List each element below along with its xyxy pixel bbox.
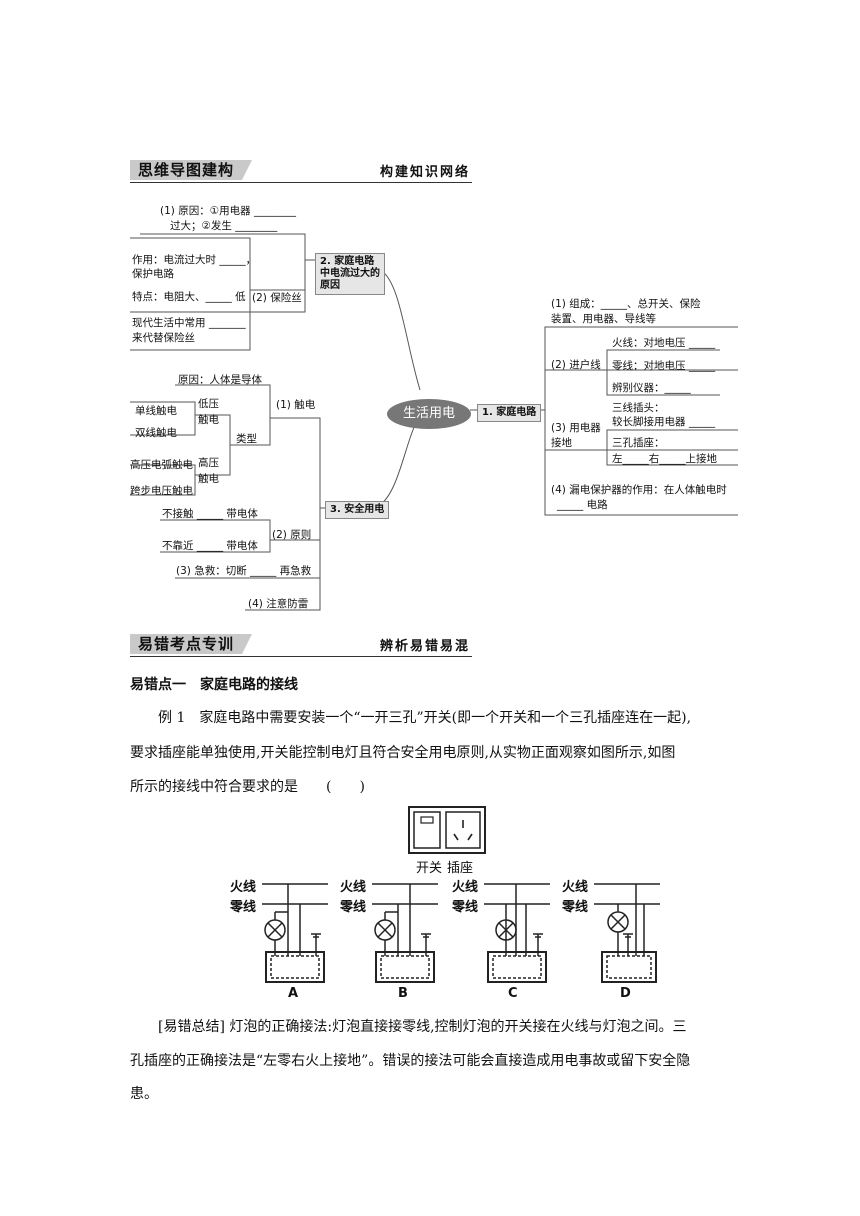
example-line-2: 要求插座能单独使用,开关能控制电灯且符合安全用电原则,从实物正面观察如图所示,如… (130, 745, 676, 761)
neutral-label: 零线 (230, 900, 257, 915)
mindmap-center-node: 生活用电 (387, 399, 471, 429)
neutral-label: 零线 (452, 900, 479, 915)
socket-label: 插座 (447, 861, 474, 876)
b3-double: 双线触电 (135, 427, 177, 439)
errors-banner: 易错考点专训 辨析易错易混 (130, 634, 472, 657)
banner-subtitle: 构建知识网络 (379, 165, 470, 180)
b3-cause: 原因：人体是导体 (178, 374, 262, 386)
b3-low-2: 触电 (198, 414, 219, 426)
summary-line-2: 孔插座的正确接法是“左零右火上接地”。错误的接法可能会直接造成用电事故或留下安全… (130, 1053, 691, 1069)
b2-fuse-function-1: 作用：电流过大时 _____， (132, 254, 257, 266)
option-label-b: B (398, 986, 408, 1001)
b3-single: 单线触电 (135, 405, 177, 417)
b2-fuse-function-2: 保护电路 (132, 268, 174, 280)
circuit-diagram (594, 883, 660, 983)
live-label: 火线 (230, 880, 257, 895)
b1-composition-1: (1) 组成：_____、总开关、保险 (551, 298, 701, 310)
b2-cause-line1: (1) 原因：①用电器 ________ (160, 205, 296, 217)
circuit-option-c: 火线 零线 C (450, 872, 560, 1002)
b3-principle-1: 不接触 _____ 带电体 (162, 508, 258, 520)
neutral-label: 零线 (562, 900, 589, 915)
option-label-c: C (508, 986, 518, 1001)
circuit-diagram (372, 883, 438, 983)
switch-socket-panel (408, 806, 486, 854)
branch-safety: 3. 安全用电 (325, 501, 390, 519)
b3-shock: (1) 触电 (276, 399, 316, 411)
b2-modern-1: 现代生活中常用 _______ (132, 317, 246, 329)
banner-subtitle: 辨析易错易混 (379, 639, 470, 654)
b1-plug-1: 三线插头： (612, 402, 665, 414)
b1-appliance-1: (3) 用电器 (551, 422, 601, 434)
b3-firstaid: (3) 急救：切断 _____ 再急救 (176, 565, 312, 577)
b1-appliance-2: 接地 (551, 437, 572, 449)
circuit-option-b: 火线 零线 B (338, 872, 448, 1002)
b1-rcd-1: (4) 漏电保护器的作用：在人体触电时 (551, 484, 727, 496)
circuit-option-a: 火线 零线 A (228, 872, 338, 1002)
b3-low-1: 低压 (198, 398, 219, 410)
b2-cause-line2: 过大；②发生 ________ (170, 220, 278, 232)
branch-household-circuit: 1. 家庭电路 (477, 404, 542, 422)
option-label-a: A (288, 986, 299, 1001)
b3-lightning: (4) 注意防雷 (248, 598, 309, 610)
b3-type: 类型 (236, 433, 257, 445)
switch-label: 开关 (416, 861, 443, 876)
b1-composition-2: 装置、用电器、导线等 (551, 313, 656, 325)
b3-step: 跨步电压触电 (130, 485, 193, 497)
b2-fuse-feature: 特点：电阻大、_____ 低 (132, 291, 246, 303)
b1-tester: 辨别仪器：_____ (612, 382, 691, 394)
b1-live-wire: 火线：对地电压 _____ (612, 337, 716, 349)
b1-rcd-2: _____ 电路 (557, 499, 608, 511)
summary-line-3: 患。 (130, 1086, 158, 1102)
example-line-3: 所示的接线中符合要求的是 ( ) (130, 779, 365, 795)
section-heading: 易错点一 家庭电路的接线 (130, 677, 298, 693)
branch-current-too-large: 2. 家庭电路中电流过大的原因 (315, 253, 385, 295)
b3-high-1: 高压 (198, 457, 219, 469)
b1-neutral-wire: 零线：对地电压 _____ (612, 360, 716, 372)
b1-socket-2: 左_____右_____上接地 (612, 453, 717, 465)
mindmap-banner: 思维导图建构 构建知识网络 (130, 160, 472, 183)
b2-fuse: (2) 保险丝 (252, 292, 302, 304)
banner-title: 思维导图建构 (130, 160, 253, 180)
live-label: 火线 (562, 880, 589, 895)
live-label: 火线 (452, 880, 479, 895)
circuit-diagram (262, 883, 328, 983)
b1-service-wires: (2) 进户线 (551, 359, 601, 371)
summary-line-1: [易错总结] 灯泡的正确接法:灯泡直接接零线,控制灯泡的开关接在火线与灯泡之间。… (158, 1019, 687, 1035)
b3-arc: 高压电弧触电 (130, 459, 193, 471)
option-label-d: D (620, 986, 631, 1001)
circuit-diagram (484, 883, 550, 983)
b1-socket-1: 三孔插座： (612, 437, 665, 449)
neutral-label: 零线 (340, 900, 367, 915)
b3-high-2: 触电 (198, 473, 219, 485)
banner-title: 易错考点专训 (130, 634, 253, 654)
example-line-1: 例 1 家庭电路中需要安装一个“一开三孔”开关(即一个开关和一个三孔插座连在一起… (158, 710, 692, 726)
b3-principle: (2) 原则 (272, 529, 312, 541)
mindmap-connectors (130, 233, 738, 611)
circuit-option-d: 火线 零线 D (560, 872, 670, 1002)
b3-principle-2: 不靠近 _____ 带电体 (162, 540, 258, 552)
b1-plug-2: 较长脚接用电器 _____ (612, 416, 716, 428)
live-label: 火线 (340, 880, 367, 895)
b2-modern-2: 来代替保险丝 (132, 332, 195, 344)
